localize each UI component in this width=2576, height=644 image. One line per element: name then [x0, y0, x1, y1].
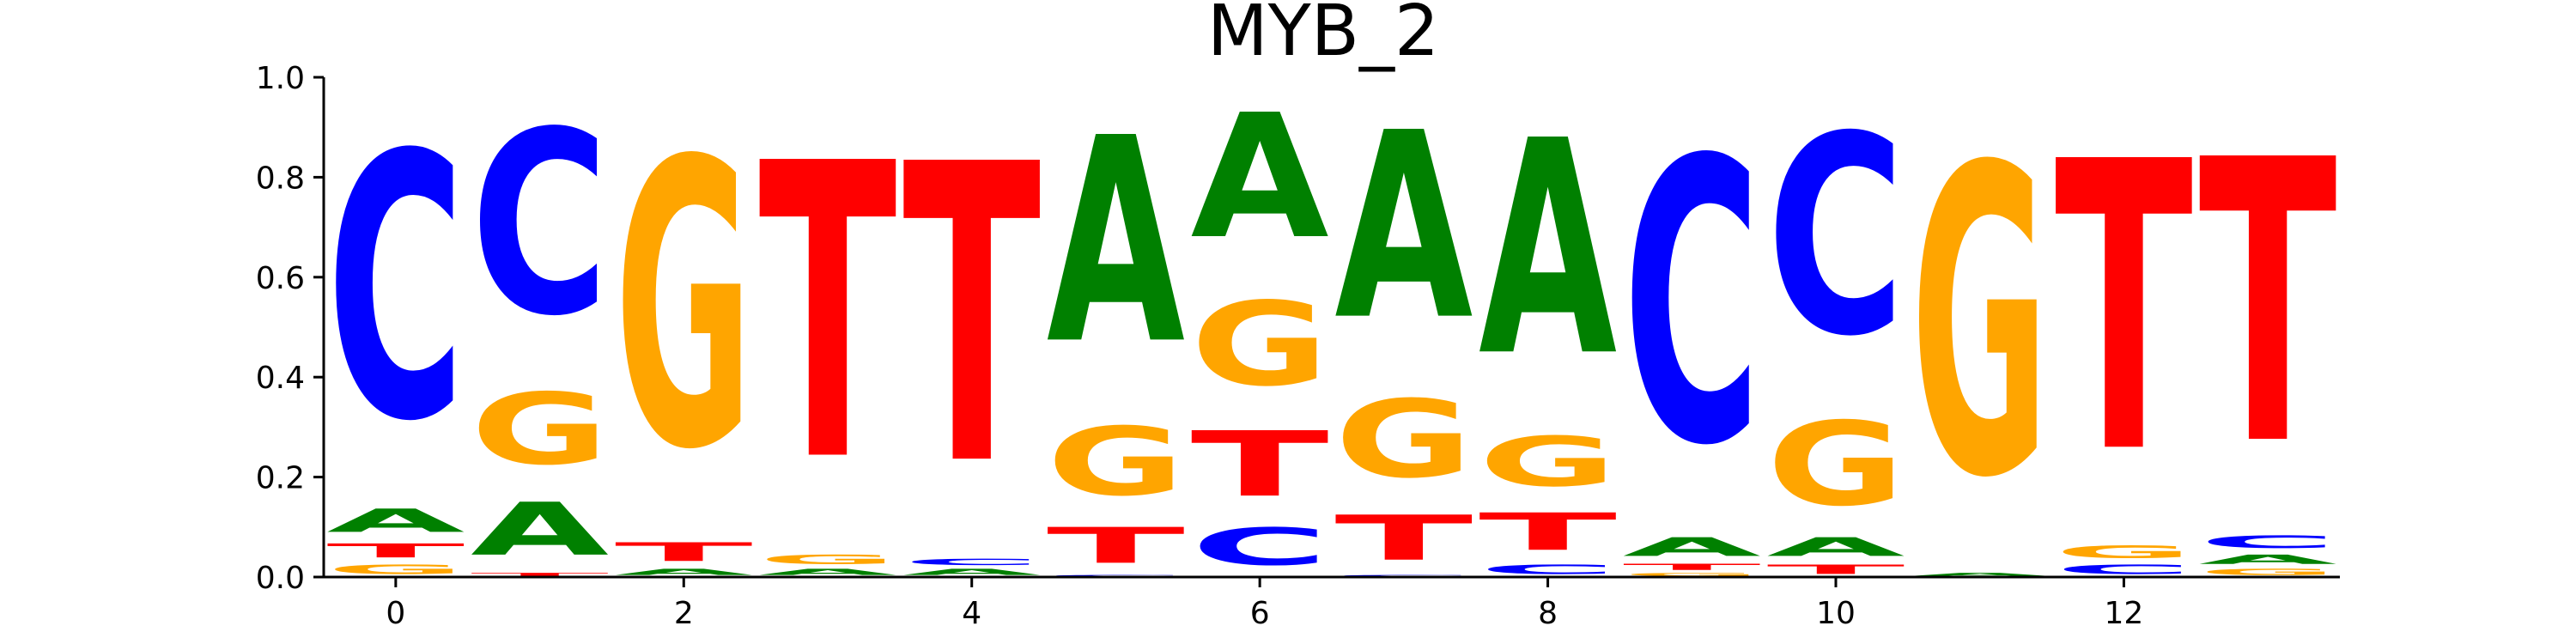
logo-letter-A-pos-1: A [471, 488, 609, 572]
logo-letter-G-pos-8: G [1479, 422, 1617, 502]
logo-letter-A-pos-2: A [615, 567, 753, 577]
logo-letter-A-pos-9: A [1623, 532, 1761, 562]
y-tick-label: 0.6 [256, 261, 305, 296]
logo-letter-C-pos-4: C [902, 557, 1041, 568]
logo-letter-T-pos-9: T [1623, 562, 1761, 573]
logo-letters: GTACTAGCATGAGTACTCTGACTGACTGACTGAGTACTAG… [326, 77, 2338, 577]
logo-letter-G-pos-7: G [1334, 378, 1473, 502]
logo-letter-A-pos-3: A [758, 567, 896, 577]
logo-letter-G-pos-6: G [1191, 277, 1329, 412]
logo-letter-T-pos-12: T [2055, 78, 2194, 541]
logo-letter-A-pos-7: A [1334, 77, 1473, 376]
logo-letter-T-pos-2: T [615, 538, 753, 568]
y-axis-ticks: 0.0 0.2 0.4 0.6 0.8 1.0 [256, 61, 324, 596]
x-tick-label: 10 [1816, 596, 1856, 631]
y-tick-label: 0.0 [256, 561, 305, 596]
logo-letter-G-pos-5: G [1047, 408, 1185, 517]
logo-letter-G-pos-3: G [758, 552, 896, 567]
logo-letter-C-pos-1: C [471, 79, 609, 372]
logo-letter-A-pos-13: A [2199, 552, 2337, 567]
logo-letter-T-pos-4: T [902, 77, 1042, 556]
y-tick-label: 1.0 [256, 61, 305, 96]
chart-title: MYB_2 [1207, 0, 1439, 72]
logo-letter-A-pos-8: A [1479, 78, 1618, 421]
logo-letter-G-pos-1: G [471, 373, 609, 487]
logo-letter-A-pos-6: A [1191, 78, 1329, 277]
logo-letter-C-pos-8: C [1479, 562, 1617, 577]
logo-letter-C-pos-6: C [1191, 517, 1329, 576]
logo-letter-T-pos-3: T [758, 79, 897, 551]
logo-letter-T-pos-13: T [2199, 79, 2338, 532]
logo-letter-A-pos-5: A [1047, 78, 1186, 406]
logo-letter-G-pos-10: G [1766, 398, 1905, 532]
y-tick-label: 0.8 [256, 161, 305, 196]
logo-letter-G-pos-12: G [2055, 542, 2193, 562]
logo-letter-C-pos-0: C [326, 79, 465, 501]
logo-letter-T-pos-7: T [1334, 502, 1473, 574]
logo-letter-G-pos-11: G [1911, 79, 2049, 571]
logo-letter-T-pos-6: T [1191, 413, 1329, 517]
logo-letter-C-pos-10: C [1766, 78, 1905, 396]
logo-letter-T-pos-10: T [1766, 562, 1905, 577]
logo-letter-G-pos-2: G [615, 79, 753, 537]
x-tick-label: 6 [1250, 596, 1270, 631]
logo-letter-T-pos-8: T [1479, 502, 1617, 562]
x-tick-label: 4 [962, 596, 981, 631]
logo-letter-A-pos-11: A [1911, 572, 2049, 577]
logo-letter-C-pos-12: C [2055, 562, 2193, 577]
logo-letter-A-pos-4: A [902, 567, 1041, 577]
logo-letter-T-pos-1: T [471, 572, 609, 577]
logo-letter-C-pos-9: C [1623, 78, 1761, 531]
x-tick-label: 8 [1538, 596, 1558, 631]
y-tick-label: 0.2 [256, 461, 305, 496]
x-tick-label: 12 [2105, 596, 2144, 631]
logo-letter-T-pos-5: T [1047, 518, 1185, 574]
x-tick-label: 2 [674, 596, 694, 631]
x-axis-ticks: 0 2 4 6 8 10 12 [386, 577, 2143, 631]
x-tick-label: 0 [386, 596, 405, 631]
logo-letter-G-pos-0: G [326, 562, 465, 577]
logo-letter-A-pos-10: A [1766, 532, 1905, 562]
y-tick-label: 0.4 [256, 361, 305, 396]
logo-letter-T-pos-0: T [326, 539, 465, 562]
logo-letter-G-pos-13: G [2199, 567, 2337, 577]
logo-letter-A-pos-0: A [326, 502, 465, 539]
logo-letter-G-pos-9: G [1623, 572, 1761, 577]
logo-letter-C-pos-13: C [2199, 532, 2337, 552]
